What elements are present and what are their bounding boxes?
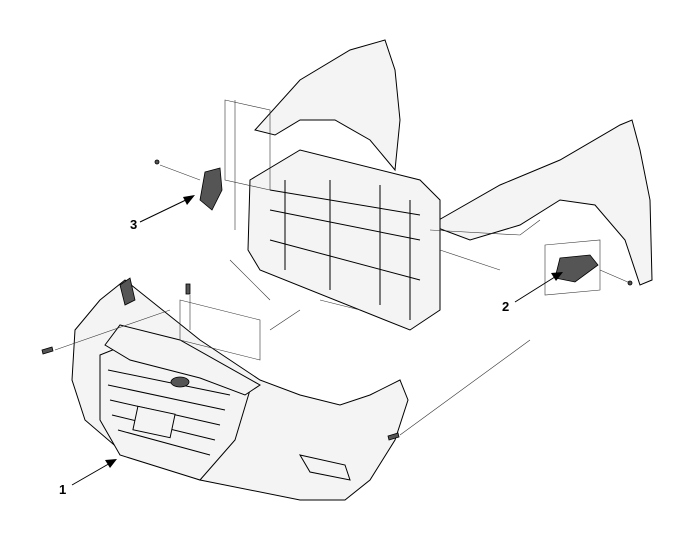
leader-arrows bbox=[71, 195, 563, 486]
fasteners bbox=[41, 159, 633, 441]
bracket-2 bbox=[554, 254, 599, 283]
callout-3: 3 bbox=[130, 217, 138, 232]
guide-lines bbox=[54, 99, 631, 436]
bracket-3 bbox=[199, 167, 223, 211]
callout-2: 2 bbox=[502, 299, 510, 314]
front-bumper-cover bbox=[71, 279, 409, 501]
radiator-support bbox=[247, 149, 541, 331]
bumper-side-bracket bbox=[119, 277, 136, 306]
callout-1: 1 bbox=[59, 482, 67, 497]
right-fender bbox=[428, 119, 653, 286]
left-fender bbox=[254, 39, 401, 172]
